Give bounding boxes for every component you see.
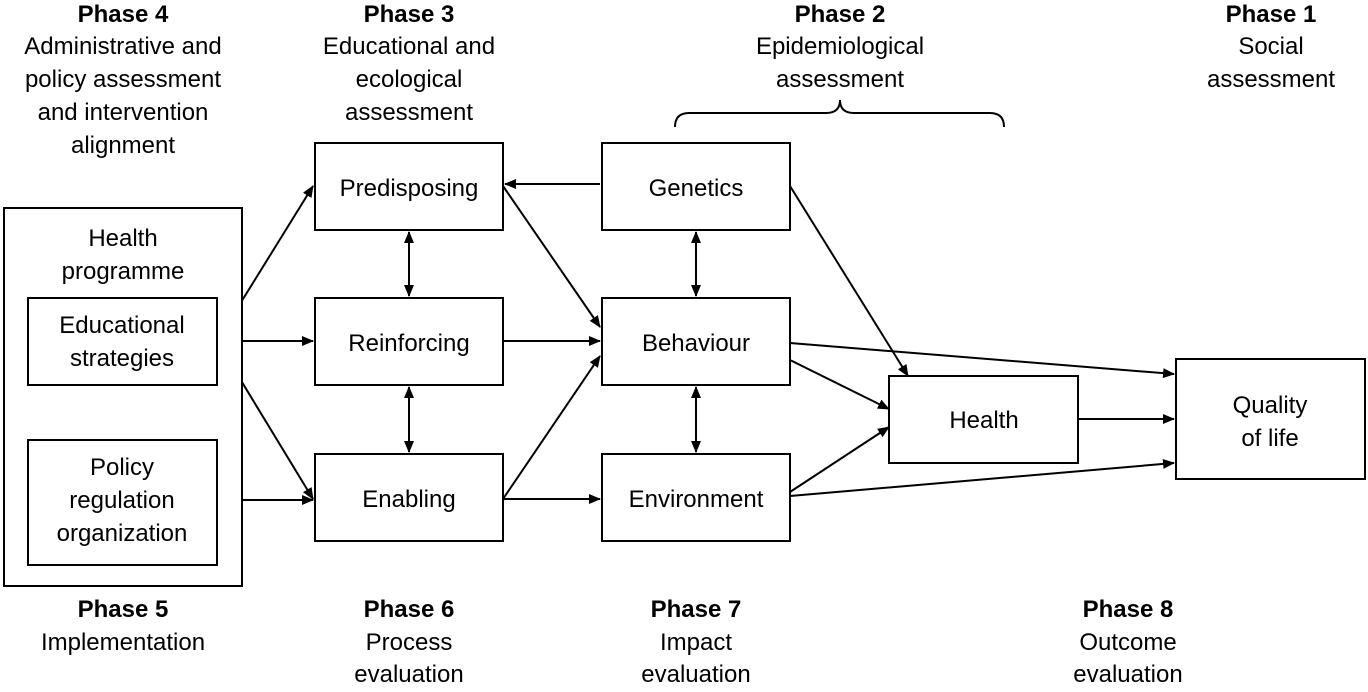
phase-4-title: Phase 4 bbox=[78, 1, 169, 28]
phase-3-header: Phase 3 Educational and ecological asses… bbox=[323, 1, 495, 126]
quality-of-life-label-line-2: of life bbox=[1241, 425, 1298, 452]
phase-2-header: Phase 2 Epidemiological assessment bbox=[674, 1, 1005, 128]
phase-6-desc-line-2: evaluation bbox=[354, 661, 463, 687]
policy-label-line-2: regulation bbox=[69, 487, 174, 514]
policy-label-line-3: organization bbox=[57, 520, 188, 547]
edge-behaviour-to-quality-of-life bbox=[789, 342, 1175, 379]
phase-7-footer: Phase 7 Impact evaluation bbox=[641, 596, 750, 688]
genetics-label: Genetics bbox=[649, 175, 744, 202]
node-environment: Environment bbox=[601, 453, 791, 542]
phase-1-desc-line-2: assessment bbox=[1207, 66, 1335, 93]
phase-1-header: Phase 1 Social assessment bbox=[1207, 1, 1335, 93]
phase-3-desc-line-2: ecological bbox=[356, 66, 463, 93]
node-enabling: Enabling bbox=[314, 453, 504, 542]
node-policy: Policy regulation organization bbox=[27, 439, 218, 566]
node-reinforcing: Reinforcing bbox=[314, 297, 504, 386]
phase-2-title: Phase 2 bbox=[795, 1, 886, 28]
phase-1-title: Phase 1 bbox=[1226, 1, 1317, 28]
health-label: Health bbox=[949, 407, 1018, 434]
node-quality-of-life: Quality of life bbox=[1175, 358, 1366, 480]
phase-4-desc-line-1: Administrative and bbox=[24, 33, 221, 60]
enabling-label: Enabling bbox=[362, 486, 455, 513]
educational-strategies-label-line-1: Educational bbox=[59, 312, 184, 339]
health-programme-label-line-1: Health bbox=[88, 225, 157, 252]
phase-4-desc-line-4: alignment bbox=[71, 132, 175, 159]
phase-6-footer: Phase 6 Process evaluation bbox=[354, 596, 463, 688]
node-educational-strategies: Educational strategies bbox=[27, 297, 218, 386]
phase-6-desc-line-1: Process bbox=[366, 629, 453, 656]
health-box bbox=[888, 375, 1079, 464]
genetics-box bbox=[601, 142, 791, 231]
reinforcing-box bbox=[314, 297, 504, 386]
policy-box bbox=[27, 439, 218, 566]
phase-4-header: Phase 4 Administrative and policy assess… bbox=[24, 1, 221, 159]
edge-environment-to-quality-of-life bbox=[789, 458, 1175, 497]
node-behaviour: Behaviour bbox=[601, 297, 791, 386]
environment-label: Environment bbox=[629, 486, 764, 513]
quality-of-life-box bbox=[1175, 358, 1366, 480]
phase-5-desc-line-1: Implementation bbox=[41, 629, 205, 656]
phase-3-desc-line-1: Educational and bbox=[323, 33, 495, 60]
predisposing-label: Predisposing bbox=[340, 175, 479, 202]
edge-predisposing-to-behaviour bbox=[502, 185, 601, 328]
environment-box bbox=[601, 453, 791, 542]
phase-3-desc-line-3: assessment bbox=[345, 99, 473, 126]
phase-7-title: Phase 7 bbox=[651, 596, 742, 623]
enabling-box bbox=[314, 453, 504, 542]
phase-4-desc-line-2: policy assessment bbox=[25, 66, 221, 93]
phase-8-title: Phase 8 bbox=[1083, 596, 1174, 623]
phase-2-desc-line-2: assessment bbox=[776, 66, 904, 93]
phase-7-desc-line-1: Impact bbox=[660, 629, 732, 656]
edge-environment-to-health bbox=[789, 426, 890, 493]
phase-1-desc-line-1: Social bbox=[1238, 33, 1303, 60]
edge-enabling-to-behaviour bbox=[502, 355, 601, 500]
educational-strategies-box bbox=[27, 297, 218, 386]
phase-7-desc-line-2: evaluation bbox=[641, 661, 750, 687]
educational-strategies-label-line-2: strategies bbox=[70, 345, 174, 372]
phase-2-brace bbox=[674, 99, 1005, 128]
phase-6-title: Phase 6 bbox=[364, 596, 455, 623]
edges-layer bbox=[118, 179, 1175, 505]
health-programme-label-line-2: programme bbox=[62, 258, 185, 285]
policy-label-line-1: Policy bbox=[90, 454, 154, 481]
phase-4-desc-line-3: and intervention bbox=[38, 99, 209, 126]
phase-5-title: Phase 5 bbox=[78, 596, 169, 623]
phase-8-desc-line-1: Outcome bbox=[1079, 629, 1176, 656]
node-health: Health bbox=[888, 375, 1079, 464]
behaviour-box bbox=[601, 297, 791, 386]
predisposing-box bbox=[314, 142, 504, 231]
behaviour-label: Behaviour bbox=[642, 330, 750, 357]
quality-of-life-label-line-1: Quality bbox=[1233, 392, 1308, 419]
phase-3-title: Phase 3 bbox=[364, 1, 455, 28]
phase-2-desc-line-1: Epidemiological bbox=[756, 33, 924, 60]
phase-5-footer: Phase 5 Implementation bbox=[41, 596, 205, 656]
edge-genetics-to-health bbox=[789, 185, 909, 377]
edge-behaviour-to-health bbox=[789, 359, 890, 410]
reinforcing-label: Reinforcing bbox=[348, 330, 469, 357]
node-genetics: Genetics bbox=[601, 142, 791, 231]
phase-8-desc-line-2: evaluation bbox=[1073, 661, 1182, 687]
node-predisposing: Predisposing bbox=[314, 142, 504, 231]
phase-8-footer: Phase 8 Outcome evaluation bbox=[1073, 596, 1182, 688]
